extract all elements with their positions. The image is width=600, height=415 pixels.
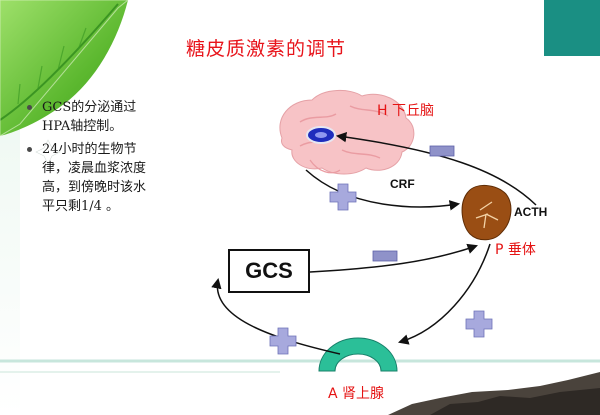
adrenal-label: A 肾上腺 bbox=[328, 386, 385, 402]
hypothalamus-label: H 下丘脑 bbox=[377, 103, 434, 119]
bullet-item-hpa: GCS的分泌通过HPA轴控制。 bbox=[22, 98, 152, 136]
plus-signs bbox=[269, 183, 493, 355]
minus-sign-icon bbox=[429, 145, 455, 157]
plus-sign-icon bbox=[465, 310, 493, 338]
gcs-label: GCS bbox=[245, 258, 293, 283]
adrenal-icon bbox=[318, 337, 398, 372]
bullet-list: GCS的分泌通过HPA轴控制。 24小时的生物节律，凌晨血浆浓度高，到傍晚时该水… bbox=[22, 98, 152, 220]
gcs-box: GCS bbox=[228, 249, 310, 293]
acth-feedback-arrow bbox=[335, 131, 537, 206]
crf-label: CRF bbox=[390, 177, 415, 191]
adrenal-to-gcs-arrow bbox=[211, 277, 341, 355]
sparkle-decoration bbox=[35, 139, 61, 165]
minus-signs bbox=[372, 145, 455, 262]
plus-sign-icon bbox=[269, 327, 297, 355]
bullet-item-rhythm: 24小时的生物节律，凌晨血浆浓度高，到傍晚时该水平只剩1/4 。 bbox=[22, 140, 152, 216]
pituitary-icon bbox=[461, 185, 512, 241]
slide-title: 糖皮质激素的调节 bbox=[186, 38, 347, 60]
pituitary-to-adrenal-arrow bbox=[397, 243, 491, 345]
crf-arrow bbox=[305, 169, 461, 211]
gcs-to-pituitary-arrow bbox=[309, 243, 478, 273]
leaf-decoration bbox=[0, 0, 129, 137]
teal-corner-square bbox=[544, 0, 600, 56]
pituitary-label: P 垂体 bbox=[495, 242, 536, 258]
acth-label: ACTH bbox=[514, 205, 548, 219]
plus-sign-icon bbox=[329, 183, 357, 211]
minus-sign-icon bbox=[372, 250, 398, 262]
arrows bbox=[211, 131, 537, 355]
